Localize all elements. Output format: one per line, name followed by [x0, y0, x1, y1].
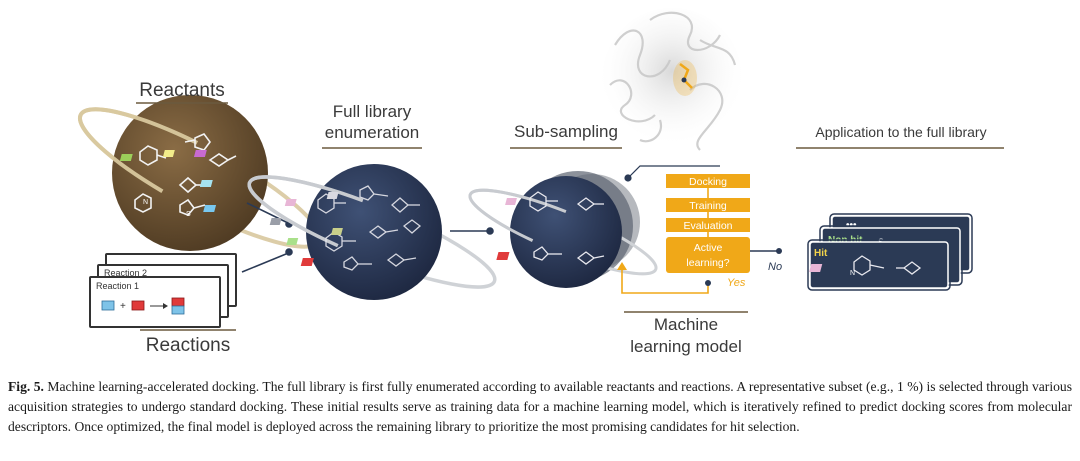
reaction-scheme: +	[101, 297, 185, 315]
result-card-hit: Hit	[814, 248, 828, 259]
step-evaluation	[666, 218, 750, 232]
result-cards: ••• Non hit S Hit N	[807, 213, 973, 291]
label-full-library-line1: Full library	[333, 102, 412, 121]
connector-library-subsample	[450, 227, 494, 235]
yes-loop: Yes	[617, 262, 746, 294]
figure-caption: Fig. 5. Machine learning-accelerated doc…	[8, 377, 1072, 437]
step-evaluation-label: Evaluation	[683, 220, 732, 232]
workflow-steps: Docking Training Evaluation Active learn…	[666, 174, 750, 273]
caption-text: Machine learning-accelerated docking. Th…	[8, 379, 1072, 434]
reaction-cards: ... Reaction 2 Reaction 1 +	[89, 253, 237, 328]
reaction-card-more: ...	[112, 258, 120, 268]
svg-text:+: +	[120, 301, 126, 312]
reaction-card-1: Reaction 1	[96, 281, 139, 291]
label-full-library-line2: enumeration	[325, 123, 420, 142]
label-reactions: Reactions	[146, 335, 231, 356]
label-ml-line2: learning model	[630, 337, 742, 356]
yes-label: Yes	[727, 277, 746, 289]
label-application: Application to the full library	[815, 124, 986, 140]
library-planet	[247, 164, 497, 300]
step-docking	[666, 174, 750, 188]
step-training-label: Training	[689, 200, 727, 212]
caption-label: Fig. 5.	[8, 379, 44, 394]
label-reactants: Reactants	[139, 80, 225, 101]
step-docking-label: Docking	[689, 176, 727, 188]
atom-label-s: S	[186, 211, 191, 218]
subsample-planet	[468, 171, 658, 288]
ml-docking-diagram: N S Reactants ... Reaction 2 Reaction 1 …	[77, 8, 1004, 356]
active-learning-line2: learning?	[686, 257, 729, 269]
label-sub-sampling: Sub-sampling	[514, 122, 618, 141]
no-label: No	[768, 261, 782, 273]
protein-structure	[602, 8, 742, 151]
reactants-planet: N S	[77, 95, 323, 251]
label-ml-line1: Machine	[654, 315, 718, 334]
atom-label-n: N	[143, 199, 148, 206]
active-learning-line1: Active	[694, 242, 723, 254]
step-training	[666, 198, 750, 212]
reaction-card-2: Reaction 2	[104, 268, 147, 278]
step-active-learning	[666, 237, 750, 273]
hit-atom-n: N	[850, 270, 855, 277]
connector-protein	[624, 165, 720, 182]
no-branch: No	[750, 248, 782, 273]
reactant-blocks	[119, 150, 217, 212]
